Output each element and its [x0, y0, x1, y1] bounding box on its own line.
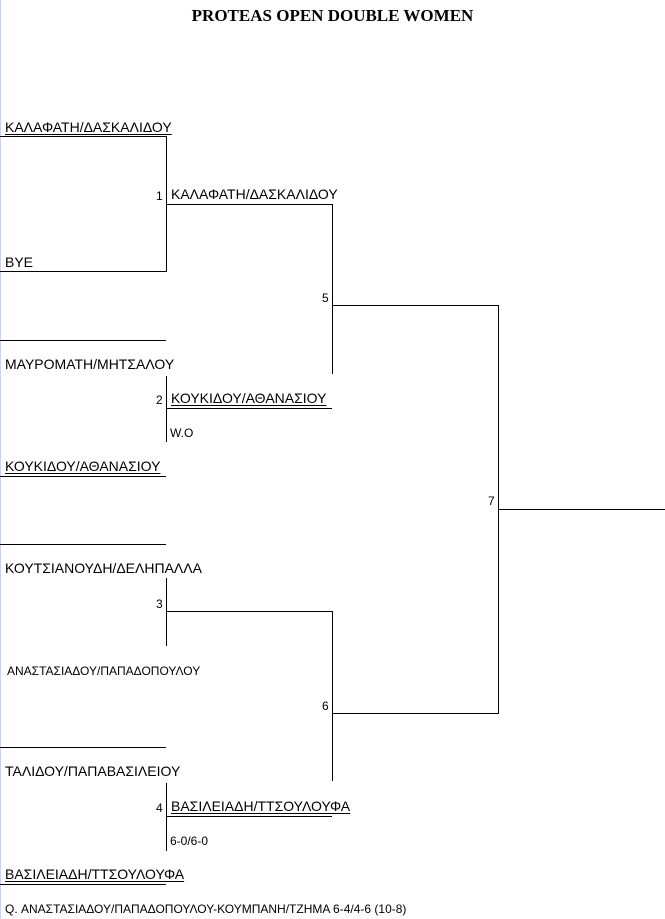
sheet-left-border	[0, 0, 1, 919]
bracket-line	[0, 476, 166, 477]
bracket-line	[0, 747, 166, 748]
bracket-line	[0, 884, 166, 885]
bracket-line	[0, 271, 166, 272]
match-4-score: 6-0/6-0	[170, 834, 209, 848]
bracket-connector	[332, 204, 333, 374]
bracket-line	[332, 713, 498, 714]
page-title: PROTEAS OPEN DOUBLE WOMEN	[191, 6, 474, 25]
match-number-6: 6	[322, 699, 329, 713]
bracket-connector	[166, 376, 167, 442]
player-slot-8: ΒΑΣΙΛΕΙΑΔΗ/ΤΤΣΟΥΛΟΥΦΑ	[5, 866, 185, 882]
match-2-score: W.O	[170, 426, 194, 440]
player-slot-6: ΑΝΑΣΤΑΣΙΑΔΟΥ/ΠΑΠΑΔΟΠΟΥΛΟΥ	[7, 664, 201, 678]
qualifier-note: Q. ΑΝΑΣΤΑΣΙΑΔΟΥ/ΠΑΠΑΔΟΠΟΥΛΟΥ-ΚΟΥΜΠΑΝΗ/ΤΖ…	[5, 902, 407, 916]
champion-line	[498, 509, 665, 510]
bracket-line	[166, 816, 332, 817]
player-slot-5: ΚΟΥΤΣΙΑΝΟΥΔΗ/ΔΕΛΗΠΑΛΛΑ	[5, 560, 202, 576]
match-number-3: 3	[156, 597, 163, 611]
player-slot-7: ΤΑΛΙΔΟΥ/ΠΑΠΑΒΑΣΙΛΕΙΟΥ	[5, 763, 181, 779]
player-slot-4: ΚΟΥΚΙΔΟΥ/ΑΘΑΝΑΣΙΟΥ	[5, 458, 161, 474]
bracket-line	[0, 136, 166, 137]
player-slot-3: ΜΑΥΡΟΜΑΤΗ/ΜΗΤΣΑΛΟΥ	[5, 356, 175, 372]
bracket-line	[166, 408, 332, 409]
bracket-line	[0, 340, 166, 341]
match-2-winner: ΚΟΥΚΙΔΟΥ/ΑΘΑΝΑΣΙΟΥ	[171, 390, 327, 406]
player-slot-1: ΚΑΛΑΦΑΤΗ/ΔΑΣΚΑΛΙΔΟΥ	[5, 119, 172, 135]
match-number-2: 2	[156, 393, 163, 407]
match-1-winner: ΚΑΛΑΦΑΤΗ/ΔΑΣΚΑΛΙΔΟΥ	[171, 186, 338, 202]
bracket-line	[166, 611, 332, 612]
match-4-winner: ΒΑΣΙΛΕΙΑΔΗ/ΤΤΣΟΥΛΟΥΦΑ	[171, 798, 351, 814]
match-number-5: 5	[322, 291, 329, 305]
bracket-connector	[166, 783, 167, 851]
bracket-line	[0, 544, 166, 545]
player-slot-2: BYE	[5, 254, 34, 270]
bracket-connector	[332, 611, 333, 781]
match-number-7: 7	[488, 494, 495, 508]
bracket-line	[166, 204, 332, 205]
match-number-4: 4	[156, 801, 163, 815]
bracket-line	[332, 305, 498, 306]
bracket-connector	[166, 578, 167, 646]
match-number-1: 1	[156, 189, 163, 203]
